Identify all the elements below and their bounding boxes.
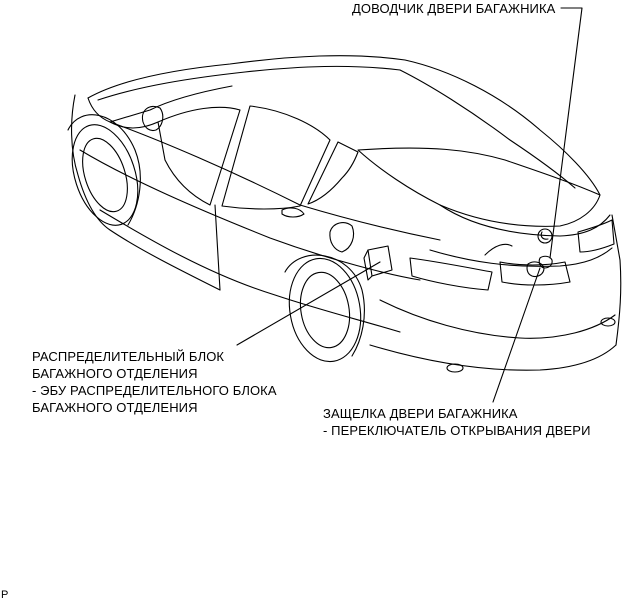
closer-component xyxy=(538,255,553,269)
rear-wheel-outer xyxy=(288,257,362,363)
trunk-closer-label-line-1: ДОВОДЧИК ДВЕРИ БАГАЖНИКА xyxy=(352,1,556,16)
side-mirror xyxy=(141,105,164,132)
rear-window xyxy=(357,147,601,227)
latch-leader xyxy=(492,267,541,403)
front-side-window xyxy=(157,106,241,206)
rear-wheel-arch xyxy=(284,254,365,357)
rear-wheel-inner xyxy=(299,271,351,349)
left-tail-light xyxy=(409,257,493,291)
roof-outline xyxy=(87,55,601,196)
rear-fascia xyxy=(379,299,616,339)
rear-side-window xyxy=(221,105,331,210)
page-code: P xyxy=(1,589,9,601)
ecu-label-line-2: БАГАЖНОГО ОТДЕЛЕНИЯ xyxy=(32,366,198,381)
trunk-arrow xyxy=(484,243,513,256)
ecu-label-line-3: - ЭБУ РАСПРЕДЕЛИТЕЛЬНОГО БЛОКА xyxy=(32,383,277,398)
rocker-line xyxy=(99,209,401,333)
ecu-box-side xyxy=(363,249,373,281)
emblem xyxy=(537,228,553,244)
trunk-lid xyxy=(439,204,611,237)
emblem-mark xyxy=(540,231,549,240)
side-character-line xyxy=(79,149,421,281)
roof-inner-line xyxy=(97,65,401,101)
ecu-label-line-1: РАСПРЕДЕЛИТЕЛЬНЫЙ БЛОК xyxy=(32,349,225,364)
right-tail-light xyxy=(577,219,615,253)
exhaust-left xyxy=(446,363,464,373)
latch-label-line-1: ЗАЩЕЛКА ДВЕРИ БАГАЖНИКА xyxy=(323,406,518,421)
windshield xyxy=(87,85,233,123)
door-line-1 xyxy=(214,204,221,291)
door-handle xyxy=(281,207,305,218)
latch-component xyxy=(526,261,545,278)
ecu-label-line-4: БАГАЖНОГО ОТДЕЛЕНИЯ xyxy=(32,400,198,415)
exhaust-right xyxy=(600,317,616,327)
quarter-window xyxy=(307,141,359,205)
front-wheel-arch xyxy=(67,114,141,226)
rear-corner xyxy=(611,214,622,346)
front-body xyxy=(71,94,221,291)
plate-recess xyxy=(499,261,571,286)
belt-line xyxy=(109,121,441,241)
trunk-closer-label: ДОВОДЧИК ДВЕРИ БАГАЖНИКА xyxy=(352,0,555,17)
front-wheel-outer xyxy=(71,124,139,226)
front-wheel-inner xyxy=(82,137,128,213)
trunk-latch-label: ЗАЩЕЛКА ДВЕРИ БАГАЖНИКА - ПЕРЕКЛЮЧАТЕЛЬ … xyxy=(323,405,591,439)
ecu-leader xyxy=(236,261,381,346)
fuel-door xyxy=(329,222,355,253)
closer-leader xyxy=(549,7,583,259)
rear-lower xyxy=(369,344,617,371)
luggage-room-junction-block-label: РАСПРЕДЕЛИТЕЛЬНЫЙ БЛОК БАГАЖНОГО ОТДЕЛЕН… xyxy=(32,348,277,416)
latch-label-line-2: - ПЕРЕКЛЮЧАТЕЛЬ ОТКРЫВАНИЯ ДВЕРИ xyxy=(323,423,591,438)
roof-rear-edge xyxy=(399,69,576,189)
trunk-shutline xyxy=(429,247,613,267)
